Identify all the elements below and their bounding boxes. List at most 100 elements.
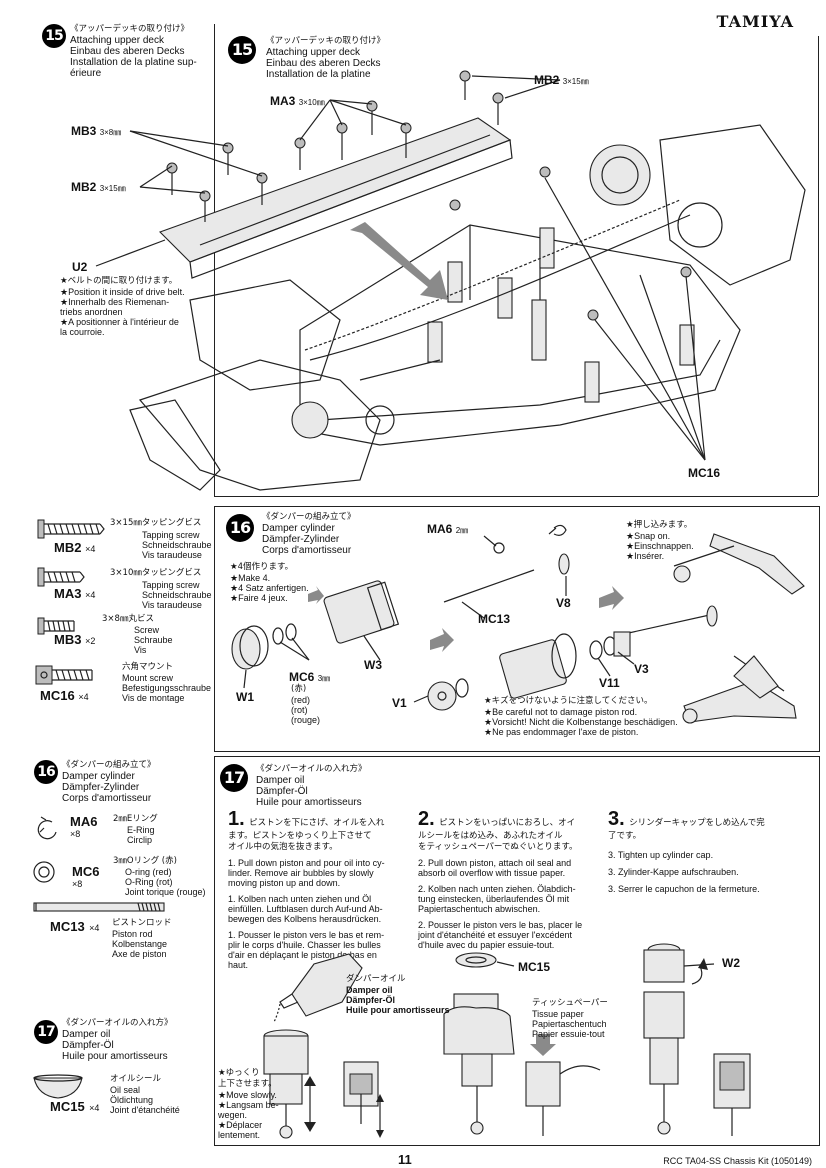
part-ma6-qty: ×8 xyxy=(70,829,81,839)
make-four-line: ★4 Satz anfertigen. xyxy=(230,583,309,593)
instruction-1-fr: 1. Pousser le piston vers le bas et rem- xyxy=(228,930,385,940)
step-17-panel xyxy=(214,756,820,1146)
step-15-side-badge: 15 xyxy=(42,24,66,48)
damper-oil-line: Huile pour amortisseurs xyxy=(346,1005,450,1015)
part-mc16: MC16 ×4 六角マウント Mount screw Befestigungss… xyxy=(30,662,215,708)
step-16-line: Damper cylinder xyxy=(262,523,335,534)
part-mc16-code-text: MC16 xyxy=(40,688,75,703)
kit-code: RCC TA04-SS Chassis Kit (1050149) xyxy=(663,1156,812,1166)
step-16-side-line: Damper cylinder xyxy=(62,771,135,782)
caution-line: ★Ne pas endommager l'axe de piston. xyxy=(484,727,639,737)
label-w1: W1 xyxy=(236,690,254,704)
part-mc13-code: MC13 xyxy=(50,919,85,934)
part-ma3: MA3 ×4 3×10㎜タッピングビス Tapping screw Schnei… xyxy=(40,568,215,614)
label-ma3-code: MA3 xyxy=(270,94,296,108)
step-15-side-line: Attaching upper deck xyxy=(70,35,164,46)
snap-on-line: ★Einschnappen. xyxy=(626,541,694,551)
instruction-1-en: moving piston up and down. xyxy=(228,878,341,888)
oil-filling-illustration xyxy=(263,943,751,1139)
part-ma3-code: MA3 ×4 xyxy=(54,586,95,601)
step-16-side-title: 《ダンパーの組み立て》 Damper cylinder Dämpfer-Zyli… xyxy=(62,760,156,804)
move-slowly-line: wegen. xyxy=(218,1110,248,1120)
part-ma3-jp: 3×10㎜タッピングビス xyxy=(110,568,202,578)
step-15-side-title: 《アッパーデッキの取り付け》 Attaching upper deck Einb… xyxy=(70,24,197,79)
part-ma3-desc: Tapping screw Schneidschraube Vis taraud… xyxy=(142,580,212,610)
instruction-3-en: 3. Tighten up cylinder cap. xyxy=(608,850,714,860)
label-mc6-code: MC6 xyxy=(289,670,315,684)
part-ma6-desc: 2㎜Eリング E-Ring Circlip xyxy=(113,814,158,845)
damper-oil-label: ダンパーオイル Damper oil Dämpfer-Öl Huile pour… xyxy=(346,974,450,1015)
instruction-2-de: 2. Kolben nach unten ziehen. Ölabdich- xyxy=(418,884,576,894)
step-17-title: 《ダンパーオイルの入れ方》 Damper oil Dämpfer-Öl Huil… xyxy=(256,764,367,808)
instruction-2-jp: ピストンをいっぱいにおろし、オイ xyxy=(439,818,576,828)
label-mc6-size: 3㎜ xyxy=(317,674,331,683)
part-mc16-desc: Mount screw Befestigungsschraube Vis de … xyxy=(122,673,211,703)
part-mc16-code: MC16 ×4 xyxy=(40,688,89,703)
instruction-col-2: 2. ピストンをいっぱいにおろし、オイ ルシールをはめ込み、あふれたオイル をテ… xyxy=(418,808,588,950)
instruction-1-en: 1. Pull down piston and pour oil into cy… xyxy=(228,858,385,868)
belt-note-line: ★Position it inside of drive belt. xyxy=(60,287,185,297)
instruction-1-de: bewegen des Kolbens herausdrücken. xyxy=(228,914,382,924)
mc6-color-note: (赤) (red) (rot) (rouge) xyxy=(291,684,320,725)
part-mc16-desc-line: Befestigungsschraube xyxy=(122,683,212,693)
instruction-col-1: 1. ピストンを下にさげ、オイルを入れ ます。ピストンをゆっくり上下させて オイ… xyxy=(228,808,396,970)
label-ma3-size: 3×10㎜ xyxy=(298,98,325,107)
step-15-line: 《アッパーデッキの取り付け》 xyxy=(266,36,386,46)
step-16-title: 《ダンパーの組み立て》 Damper cylinder Dämpfer-Zyli… xyxy=(262,512,356,556)
belt-note-line: ★A positionner à l'intérieur de xyxy=(60,317,179,327)
tissue-line: Papier essuie-tout xyxy=(532,1029,605,1039)
instruction-2-en: 2. Pull down piston, attach oil seal and xyxy=(418,858,572,868)
tissue-line: ティッシュペーパー xyxy=(532,998,608,1008)
step-16-badge: 16 xyxy=(226,514,254,542)
part-mc6: MC6 ×8 xyxy=(72,864,99,889)
step-15-panel-left-rule xyxy=(214,24,215,496)
part-mc6-desc: 3㎜Oリング (赤) O-ring (red) O-Ring (rot) Joi… xyxy=(113,856,206,897)
make-four-line: ★Faire 4 jeux. xyxy=(230,593,288,603)
part-mc15-line: Joint d'étanchéité xyxy=(110,1105,180,1115)
instruction-1-en: linder. Remove air bubbles by slowly xyxy=(228,868,374,878)
step-16-side-badge: 16 xyxy=(34,760,58,784)
part-mc13-line: Axe de piston xyxy=(112,949,167,959)
belt-note-line: triebs anordnen xyxy=(60,307,123,317)
make-four-note: ★4個作ります。 ★Make 4. ★4 Satz anfertigen. ★F… xyxy=(230,562,309,603)
label-ma6: MA6 2㎜ xyxy=(427,522,468,536)
part-mc13-line: Kolbenstange xyxy=(112,939,168,949)
label-ma6-size: 2㎜ xyxy=(455,526,469,535)
part-mc15-line: Öldichtung xyxy=(110,1095,154,1105)
label-w2: W2 xyxy=(722,956,740,970)
step-17-side-badge: 17 xyxy=(34,1020,58,1044)
part-mb2-desc-line: Schneidschraube xyxy=(142,540,212,550)
belt-note: ★ベルトの間に取り付けます。 ★Position it inside of dr… xyxy=(60,276,185,337)
step-17-line: 《ダンパーオイルの入れ方》 xyxy=(256,764,367,774)
move-slowly-line: ★Move slowly. xyxy=(218,1090,277,1100)
mc6-color-line: (rot) xyxy=(291,705,308,715)
part-mb2-code-text: MB2 xyxy=(54,540,82,555)
instruction-3-jp: シリンダーキャップをしめ込んで完 xyxy=(629,818,765,828)
part-ma6: MA6 ×8 xyxy=(70,814,97,839)
label-mb2-left-code: MB2 xyxy=(71,180,97,194)
step-15-badge: 15 xyxy=(228,36,256,64)
part-ma3-desc-line: Vis taraudeuse xyxy=(142,600,202,610)
part-mc15-jp: オイルシール xyxy=(110,1074,162,1084)
part-mb2-desc: Tapping screw Schneidschraube Vis taraud… xyxy=(142,530,212,560)
step-17-badge: 17 xyxy=(220,764,248,792)
step-15-side-line: Einbau des aberen Decks xyxy=(70,46,185,57)
part-mb2-code: MB2 ×4 xyxy=(54,540,95,555)
label-mb3-code: MB3 xyxy=(71,124,97,138)
part-mc15-desc: オイルシール Oil seal Öldichtung Joint d'étanc… xyxy=(110,1074,180,1115)
step-15-line: Einbau des aberen Decks xyxy=(266,58,381,69)
label-mb2-left: MB2 3×15㎜ xyxy=(71,180,126,194)
part-ma3-code-text: MA3 xyxy=(54,586,82,601)
label-mc13: MC13 xyxy=(478,612,511,626)
label-v8: V8 xyxy=(556,596,571,610)
damper-assembly-illustration xyxy=(231,524,805,724)
label-v3: V3 xyxy=(634,662,649,676)
part-mb3-jp: 3×8㎜丸ビス xyxy=(102,614,154,624)
part-ma6-line: Circlip xyxy=(127,835,153,845)
part-mb3-code: MB3 ×2 xyxy=(54,632,95,647)
caution-line: ★キズをつけないように注意してください。 xyxy=(484,696,653,706)
part-mb3-desc-line: Schraube xyxy=(134,635,173,645)
step-16-line: Dämpfer-Zylinder xyxy=(262,534,340,545)
instruction-2-fr: joint d'étanchéité et essuyer l'excédent xyxy=(418,930,573,940)
part-mc16-qty: ×4 xyxy=(78,692,89,702)
